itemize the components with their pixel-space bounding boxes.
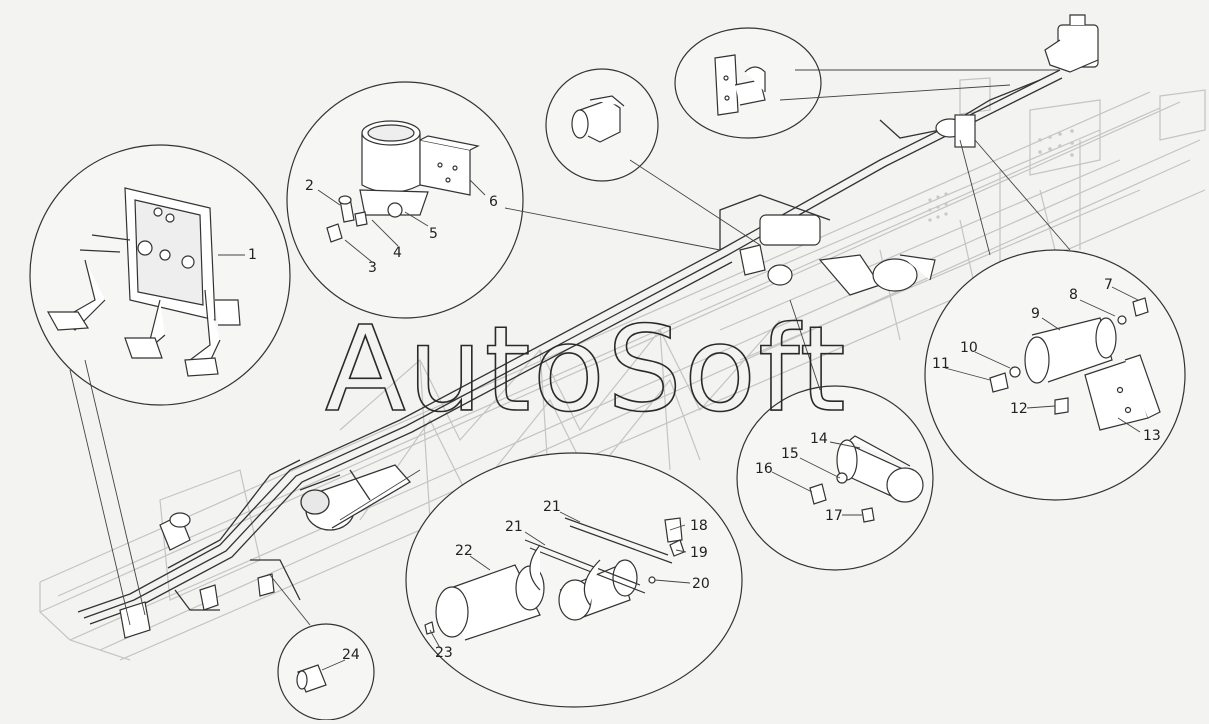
callout-15: 15 [781, 446, 799, 462]
callout-19: 19 [690, 545, 708, 561]
callout-6: 6 [489, 194, 498, 210]
callout-5: 5 [429, 226, 438, 242]
air-dryer-assembly [326, 120, 480, 243]
callout-4: 4 [393, 245, 402, 261]
callout-12: 12 [1010, 401, 1028, 417]
callout-24: 24 [342, 647, 360, 663]
frame-holes [928, 129, 1074, 222]
callout-leaders [218, 179, 1141, 671]
callout-9: 9 [1031, 306, 1040, 322]
pedal-assembly [46, 187, 241, 377]
callout-10: 10 [960, 340, 978, 356]
callout-8: 8 [1069, 287, 1078, 303]
callout-18: 18 [690, 518, 708, 534]
callout-22: 22 [455, 543, 473, 559]
callout-14: 14 [810, 431, 828, 447]
fitting-24 [296, 664, 327, 693]
callout-17: 17 [825, 508, 843, 524]
callout-labels: 1 2 3 4 5 6 7 8 9 10 11 12 13 14 15 16 1… [248, 178, 1161, 663]
front-valves [119, 512, 275, 639]
valve-cluster-mid [739, 214, 936, 296]
fitting-24-detail-circle [277, 623, 375, 721]
main-tanks-assembly [424, 517, 685, 641]
callout-21a: 21 [543, 499, 561, 515]
bracket-part [714, 54, 766, 116]
leader-lines [69, 69, 1071, 626]
callout-3: 3 [368, 260, 377, 276]
callout-23: 23 [435, 645, 453, 661]
callout-2: 2 [305, 178, 314, 194]
tank-14-assembly [809, 435, 924, 523]
tank-14-detail-circle [736, 385, 934, 571]
elbow-fitting [571, 95, 625, 143]
callout-16: 16 [755, 461, 773, 477]
watermark-text: AutoSoft [325, 300, 848, 438]
compressor-rear [1044, 14, 1099, 73]
chassis-tanks [299, 464, 412, 531]
callout-13: 13 [1143, 428, 1161, 444]
small-tank-assembly [989, 297, 1161, 431]
callout-7: 7 [1104, 277, 1113, 293]
callout-11: 11 [932, 356, 950, 372]
dryer-rear [935, 114, 976, 148]
callout-1: 1 [248, 247, 257, 263]
callout-20: 20 [692, 576, 710, 592]
callout-21b: 21 [505, 519, 523, 535]
